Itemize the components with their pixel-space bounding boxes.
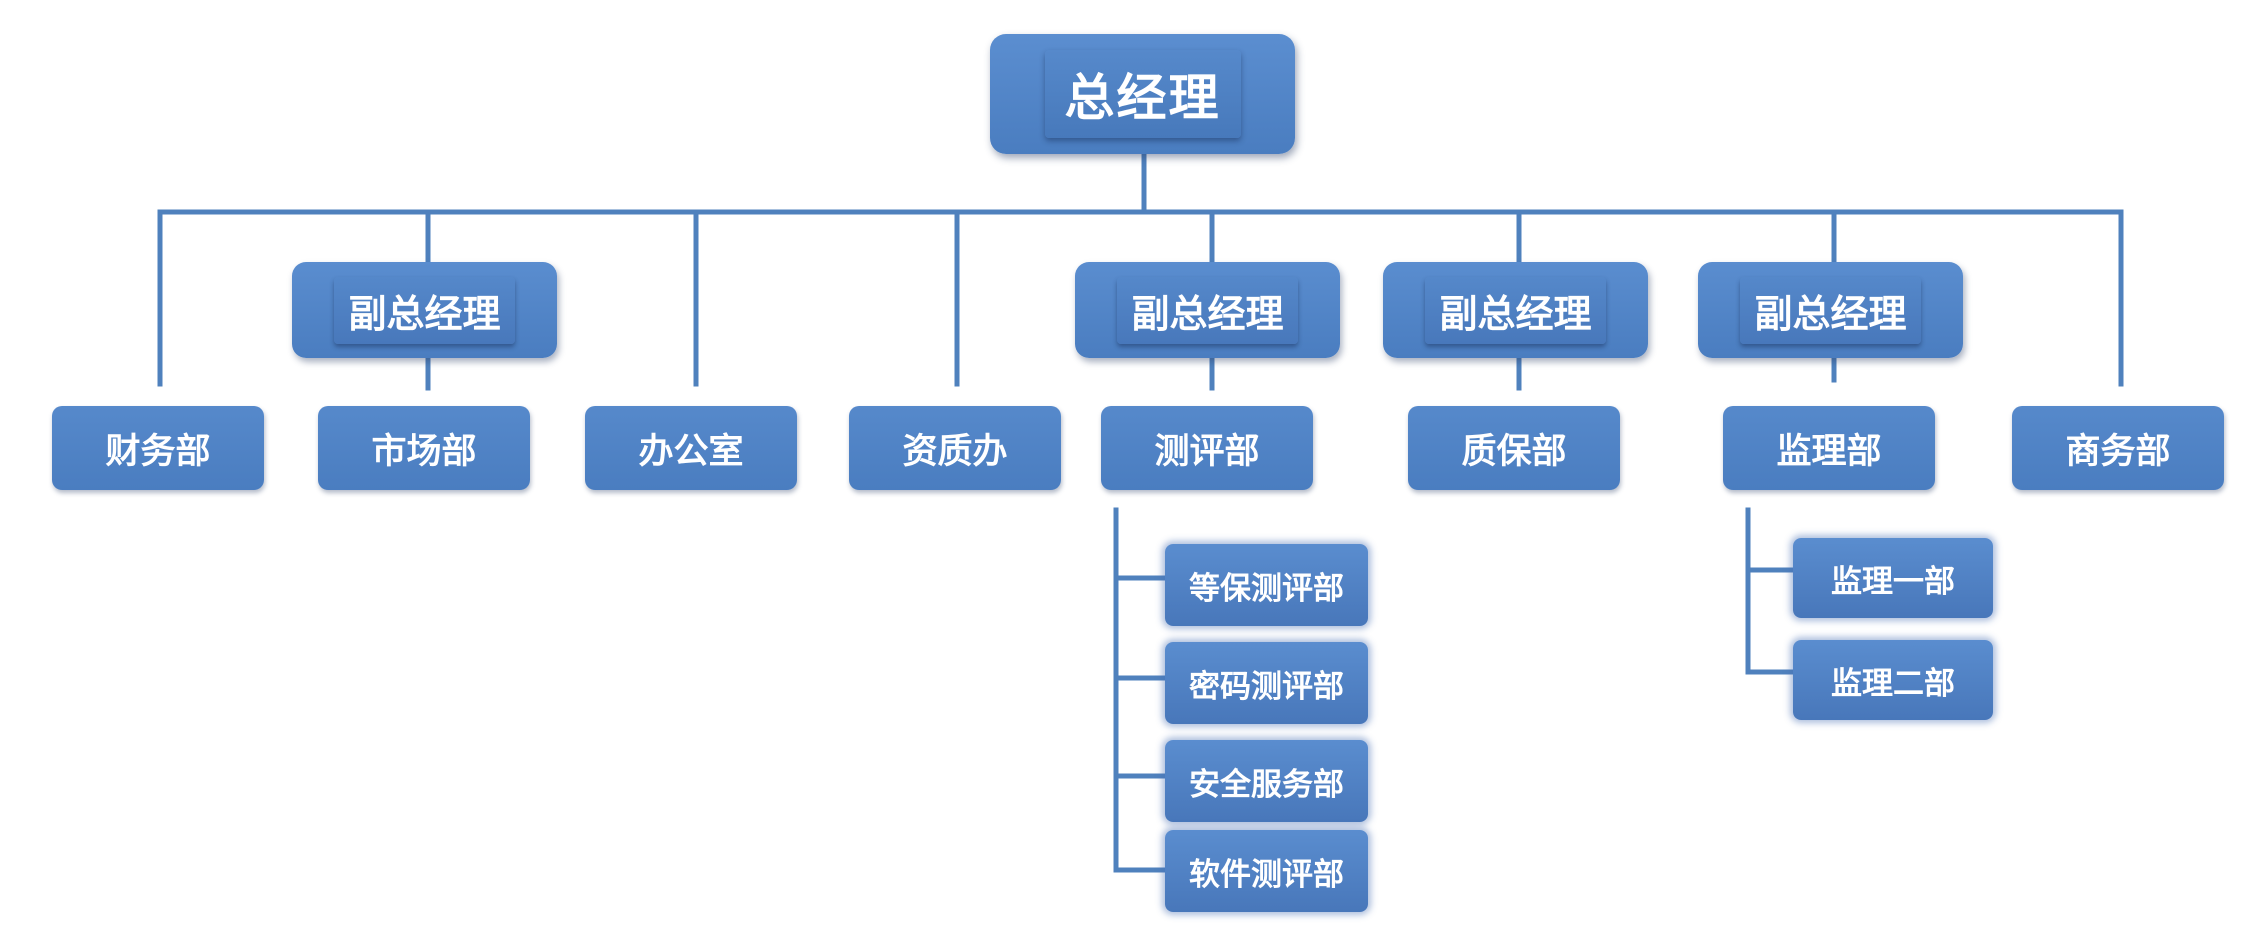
- department-qualification: 资质办: [849, 406, 1061, 490]
- vice-president-node: 副总经理: [1383, 262, 1648, 358]
- subunit-cryptography-evaluation: 密码测评部: [1165, 642, 1368, 724]
- department-quality-assurance: 质保部: [1408, 406, 1620, 490]
- vice-president-node: 副总经理: [1698, 262, 1963, 358]
- general-manager-label: 总经理: [1044, 50, 1241, 138]
- vice-president-label: 副总经理: [1425, 276, 1606, 344]
- subunit-supervision-1: 监理一部: [1793, 538, 1993, 618]
- vice-president-label: 副总经理: [1740, 276, 1921, 344]
- subunit-supervision-2: 监理二部: [1793, 640, 1993, 720]
- department-commerce: 商务部: [2012, 406, 2224, 490]
- department-finance: 财务部: [52, 406, 264, 490]
- subunit-software-evaluation: 软件测评部: [1165, 830, 1368, 912]
- department-supervision: 监理部: [1723, 406, 1935, 490]
- general-manager-node: 总经理: [990, 34, 1295, 154]
- vice-president-label: 副总经理: [1117, 276, 1298, 344]
- department-evaluation: 测评部: [1101, 406, 1313, 490]
- vice-president-label: 副总经理: [334, 276, 515, 344]
- subunit-level-protection-evaluation: 等保测评部: [1165, 544, 1368, 626]
- vice-president-node: 副总经理: [292, 262, 557, 358]
- vice-president-node: 副总经理: [1075, 262, 1340, 358]
- subunit-security-services: 安全服务部: [1165, 740, 1368, 822]
- department-office: 办公室: [585, 406, 797, 490]
- department-marketing: 市场部: [318, 406, 530, 490]
